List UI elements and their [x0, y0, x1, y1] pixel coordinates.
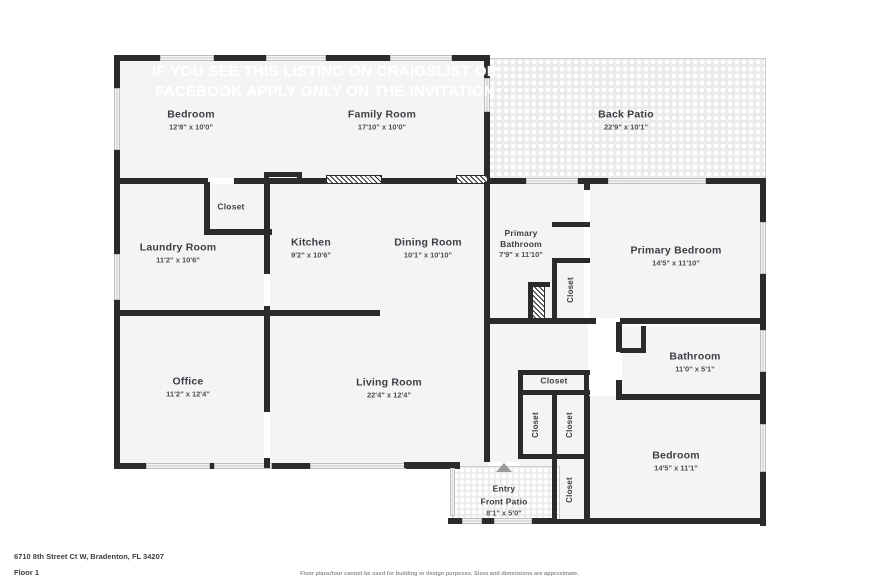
- wall-closet-cluster-left-2: [518, 396, 523, 458]
- room-bedroom-bottom: [588, 396, 766, 522]
- wall-closet-lower-v: [552, 454, 557, 524]
- window-left-1: [114, 88, 120, 150]
- property-address: 6710 8th Street Ct W, Bradenton, FL 3420…: [14, 552, 164, 561]
- wall-entry-top: [404, 462, 460, 468]
- window-primary-top-1: [526, 178, 578, 184]
- wall-interior-v-office: [264, 314, 270, 412]
- window-bottom-3: [310, 463, 406, 469]
- wall-jamb-small-1: [264, 172, 302, 177]
- wall-jamb-small-2: [264, 172, 269, 184]
- wall-bathroom-nook-v: [641, 326, 646, 352]
- wall-interior-h-1: [118, 178, 490, 184]
- wall-interior-h-primary-bottom: [484, 318, 766, 324]
- room-primary-bedroom: [588, 182, 766, 322]
- window-entry-left: [450, 468, 455, 516]
- entry-arrow-icon: [496, 463, 512, 472]
- wall-interior-v-kitchen: [264, 182, 270, 274]
- wall-closet-primary-bottom: [552, 258, 590, 263]
- window-front-patio-2: [494, 518, 532, 524]
- window-left-2: [114, 254, 120, 300]
- floor-plan-canvas: Bedroom 12'8" x 10'0" Family Room 17'10"…: [114, 55, 766, 526]
- wall-interior-h-2: [118, 310, 380, 316]
- doorway-kitchen: [264, 274, 270, 306]
- room-back-patio: [488, 58, 766, 182]
- floor-label: Floor 1: [14, 568, 40, 577]
- room-family-room: [262, 60, 488, 182]
- doorway-bedroom-top: [208, 178, 234, 184]
- wall-closet-lower-bottom: [552, 519, 590, 524]
- wall-bathroom-nook-h: [620, 348, 646, 353]
- disclaimer-text: Floor plans/tour cannot be used for buil…: [300, 571, 579, 577]
- room-closet-kitchen: [208, 182, 268, 229]
- room-front-patio: [452, 466, 560, 524]
- room-dining-room: [352, 182, 488, 314]
- wall-shower-top: [528, 282, 550, 287]
- window-front-patio-1: [462, 518, 482, 524]
- window-hatch-dining: [456, 175, 488, 184]
- doorway-bathroom: [616, 352, 622, 380]
- window-bottom-2: [214, 463, 272, 469]
- wall-interior-v-office-b: [264, 458, 270, 468]
- wall-patio-left: [484, 55, 490, 183]
- window-primary-top-2: [608, 178, 706, 184]
- wall-closet-right-v: [584, 370, 589, 396]
- doorway-primary: [584, 190, 590, 322]
- room-kitchen: [268, 182, 352, 314]
- window-top-2: [266, 55, 326, 61]
- wall-interior-v-kitchen-b: [264, 306, 270, 316]
- window-top-1: [160, 55, 214, 61]
- wall-interior-v-dining-b: [484, 282, 490, 322]
- wall-interior-v-primary: [584, 182, 590, 190]
- wall-bedroom-bottom-h: [584, 518, 766, 524]
- window-right-1: [760, 222, 766, 274]
- wall-shower-left: [528, 282, 533, 322]
- wall-closet-top: [518, 370, 590, 375]
- window-right-2: [760, 330, 766, 372]
- window-bottom-1: [146, 463, 210, 469]
- wall-closet-primary-top: [552, 222, 590, 227]
- room-living-room: [268, 314, 488, 466]
- wall-closet-kitchen-left: [204, 182, 210, 235]
- doorway-hall-primary: [596, 318, 620, 324]
- wall-closet-primary-v: [552, 258, 557, 322]
- room-office: [120, 314, 268, 466]
- wall-closet-cluster-left: [518, 370, 523, 396]
- window-patio-left-1: [484, 78, 490, 112]
- wall-closet-mid-v: [552, 390, 557, 458]
- doorway-office: [264, 412, 270, 458]
- wall-living-right: [484, 322, 490, 462]
- wall-closet-primary-left: [552, 222, 557, 227]
- wall-bedroom-bottom-left: [584, 396, 590, 524]
- wall-bathroom-bottom: [616, 394, 766, 400]
- wall-jamb-small-3: [297, 172, 302, 184]
- room-bedroom-top: [120, 60, 262, 182]
- wall-interior-v-dining: [484, 182, 490, 282]
- wall-closet-kitchen-bottom: [204, 229, 272, 235]
- window-right-3: [760, 424, 766, 472]
- shower-primary-bathroom: [532, 286, 545, 322]
- window-hatch-kitchen: [326, 175, 382, 184]
- window-top-3: [390, 55, 452, 61]
- wall-exterior-bottom: [114, 463, 460, 469]
